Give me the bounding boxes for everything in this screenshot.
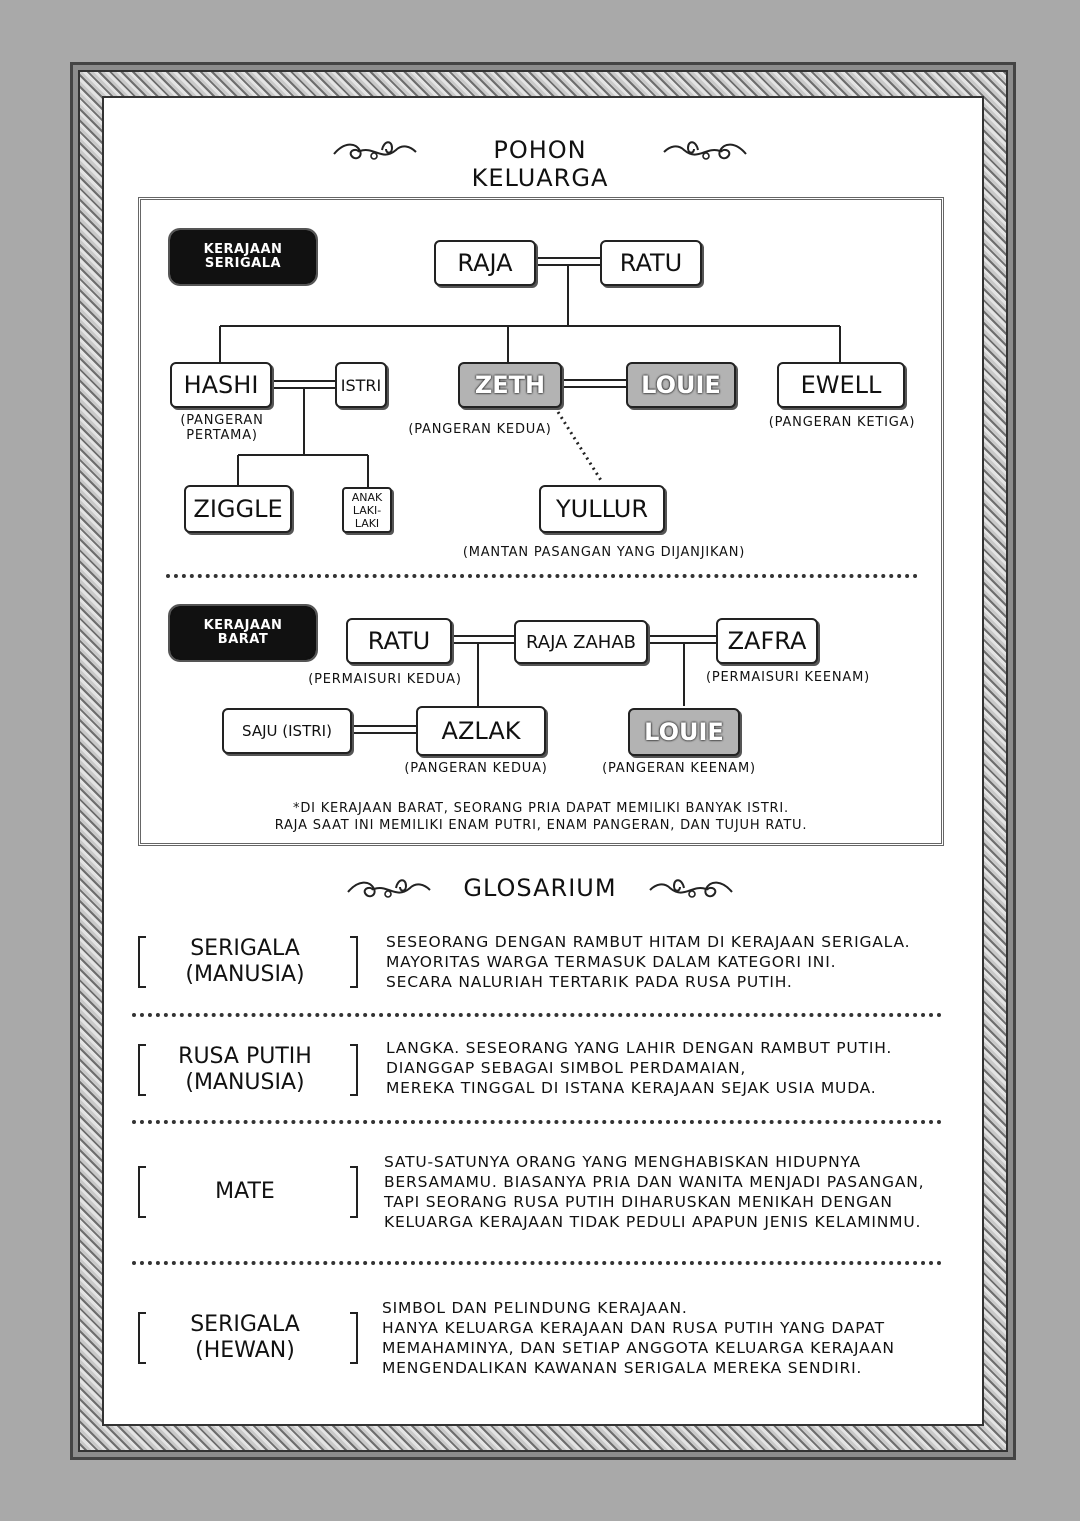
glossary-divider <box>132 1261 942 1265</box>
node-ewell: EWELL <box>777 362 905 408</box>
bracket-right <box>350 1166 358 1218</box>
zafra-note: (PERMAISURI KEENAM) <box>706 670 870 685</box>
family-tree-heading: POHON KELUARGA <box>471 136 609 192</box>
node-raja-zahab: RAJA ZAHAB <box>514 620 648 664</box>
node-raja: RAJA <box>434 240 536 286</box>
definition-line: TAPI SEORANG RUSA PUTIH DIHARUSKAN MENIK… <box>384 1193 893 1211</box>
bracket-right <box>350 936 358 988</box>
son-line3: LAKI <box>354 516 380 530</box>
definition-line: KELUARGA KERAJAAN TIDAK PEDULI APAPUN JE… <box>384 1213 922 1231</box>
node-saju: SAJU (ISTRI) <box>222 708 352 754</box>
glossary-definition: LANGKA. SESEORANG YANG LAHIR DENGAN RAMB… <box>386 1038 892 1098</box>
glossary-term: SERIGALA (MANUSIA) <box>150 930 340 994</box>
definition-line: SESEORANG DENGAN RAMBUT HITAM DI KERAJAA… <box>386 933 911 951</box>
definition-line: MENGENDALIKAN KAWANAN SERIGALA MEREKA SE… <box>382 1359 863 1377</box>
node-hashi: HASHI <box>170 362 272 408</box>
west-kingdom-label: KERAJAAN BARAT <box>168 604 318 662</box>
glossary-definition: SIMBOL DAN PELINDUNG KERAJAAN. HANYA KEL… <box>382 1298 895 1378</box>
hashi-note: (PANGERAN PERTAMA) <box>170 413 274 443</box>
definition-line: SECARA NALURIAH TERTARIK PADA RUSA PUTIH… <box>386 973 793 991</box>
glossary-term-line1: SERIGALA <box>190 936 300 961</box>
glossary-term-line2: (MANUSIA) <box>185 962 305 987</box>
son-line1: ANAK <box>351 490 383 504</box>
zeth-note: (PANGERAN KEDUA) <box>408 422 552 437</box>
bracket-right <box>350 1044 358 1096</box>
bracket-left <box>138 1312 146 1364</box>
definition-line: HANYA KELUARGA KERAJAAN DAN RUSA PUTIH Y… <box>382 1319 885 1337</box>
node-istri: ISTRI <box>335 362 387 408</box>
definition-line: SATU-SATUNYA ORANG YANG MENGHABISKAN HID… <box>384 1153 861 1171</box>
definition-line: MEREKA TINGGAL DI ISTANA KERAJAAN SEJAK … <box>386 1079 877 1097</box>
wolf-kingdom-label: KERAJAAN SERIGALA <box>168 228 318 286</box>
yullur-note: (MANTAN PASANGAN YANG DIJANJIKAN) <box>462 545 746 560</box>
node-yullur: YULLUR <box>539 485 665 533</box>
node-ratu-west: RATU <box>346 618 452 664</box>
ratu-west-note: (PERMAISURI KEDUA) <box>308 672 462 687</box>
wolf-kingdom-label-line1: KERAJAAN <box>203 242 283 257</box>
definition-line: MEMAHAMINYA, DAN SETIAP ANGGOTA KELUARGA… <box>382 1339 895 1357</box>
node-zeth: ZETH <box>458 362 562 408</box>
node-azlak: AZLAK <box>416 706 546 756</box>
tree-divider <box>166 574 918 578</box>
wolf-kingdom-label-line2: SERIGALA <box>204 256 282 271</box>
louie-west-note: (PANGERAN KEENAM) <box>602 761 756 776</box>
west-kingdom-label-line1: KERAJAAN <box>203 618 283 633</box>
definition-line: BERSAMAMU. BIASANYA PRIA DAN WANITA MENJ… <box>384 1173 925 1191</box>
glossary-definition: SATU-SATUNYA ORANG YANG MENGHABISKAN HID… <box>384 1152 924 1232</box>
hashi-note-line2: PERTAMA) <box>186 428 258 443</box>
west-kingdom-label-line2: BARAT <box>217 632 269 647</box>
azlak-note: (PANGERAN KEDUA) <box>404 761 548 776</box>
flourish-ornament-left-icon <box>333 141 417 160</box>
footnote-line2: RAJA SAAT INI MEMILIKI ENAM PUTRI, ENAM … <box>274 818 808 833</box>
son-line2: LAKI- <box>352 503 382 517</box>
footnote: *DI KERAJAAN BARAT, SEORANG PRIA DAPAT M… <box>160 800 922 834</box>
bracket-left <box>138 1166 146 1218</box>
bracket-left <box>138 1044 146 1096</box>
glossary-term-line2: (MANUSIA) <box>185 1070 305 1095</box>
glossary-term-line1: MATE <box>215 1179 275 1204</box>
definition-line: DIANGGAP SEBAGAI SIMBOL PERDAMAIAN, <box>386 1059 747 1077</box>
definition-line: LANGKA. SESEORANG YANG LAHIR DENGAN RAMB… <box>386 1039 893 1057</box>
glossary-term: RUSA PUTIH (MANUSIA) <box>150 1038 340 1102</box>
flourish-ornament-right-icon <box>649 879 733 898</box>
bracket-right <box>350 1312 358 1364</box>
glossary-heading-row: GLOSARIUM <box>344 870 736 910</box>
hashi-note-line1: (PANGERAN <box>180 413 264 428</box>
flourish-ornament-right-icon <box>663 141 747 160</box>
node-ziggle: ZIGGLE <box>184 485 292 533</box>
ewell-note: (PANGERAN KETIGA) <box>768 415 916 430</box>
flourish-ornament-left-icon <box>347 879 431 898</box>
glossary-term-line1: RUSA PUTIH <box>178 1044 312 1069</box>
node-son: ANAK LAKI- LAKI <box>342 487 392 533</box>
footnote-line1: *DI KERAJAAN BARAT, SEORANG PRIA DAPAT M… <box>293 801 789 816</box>
glossary-divider <box>132 1013 942 1017</box>
node-louie-wolf: LOUIE <box>626 362 736 408</box>
glossary-heading: GLOSARIUM <box>463 874 617 902</box>
node-zafra: ZAFRA <box>716 618 818 664</box>
node-louie-west: LOUIE <box>628 708 740 756</box>
glossary-term: SERIGALA (HEWAN) <box>150 1306 340 1370</box>
glossary-term-line1: SERIGALA <box>190 1312 300 1337</box>
glossary-definition: SESEORANG DENGAN RAMBUT HITAM DI KERAJAA… <box>386 932 910 992</box>
glossary-divider <box>132 1120 942 1124</box>
glossary-term: MATE <box>150 1160 340 1224</box>
node-ratu: RATU <box>600 240 702 286</box>
bracket-left <box>138 936 146 988</box>
definition-line: MAYORITAS WARGA TERMASUK DALAM KATEGORI … <box>386 953 837 971</box>
glossary-term-line2: (HEWAN) <box>195 1338 295 1363</box>
definition-line: SIMBOL DAN PELINDUNG KERAJAAN. <box>382 1299 688 1317</box>
family-tree-heading-row: POHON KELUARGA <box>330 132 750 192</box>
